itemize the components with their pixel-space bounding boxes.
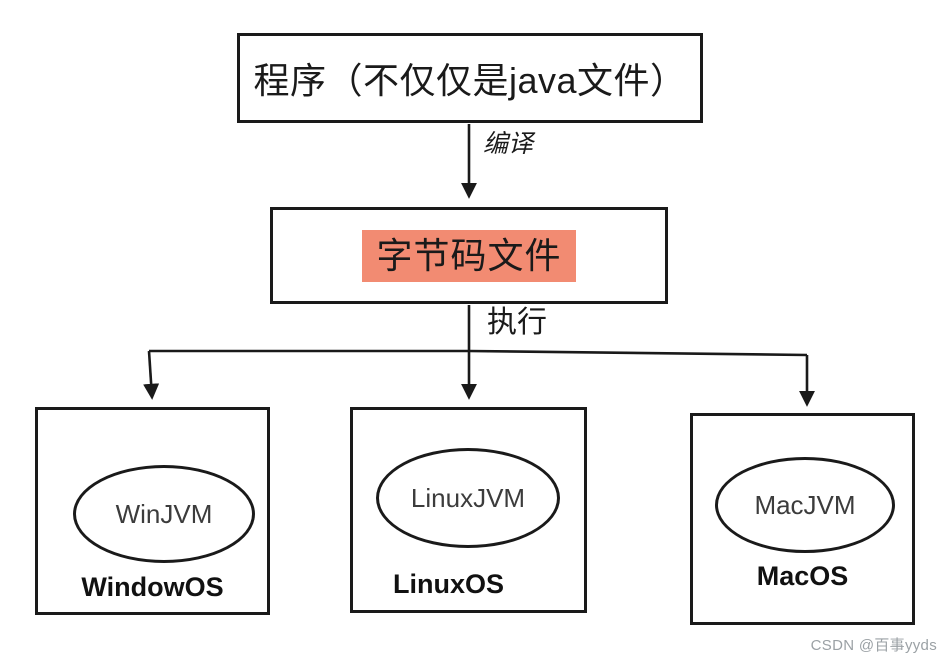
- node-windows-box: WinJVM WindowOS: [35, 407, 270, 615]
- node-bytecode-box: 字节码文件: [270, 207, 668, 304]
- mac-jvm-label: MacJVM: [754, 489, 856, 520]
- edge-arrow-to-windows: [143, 350, 160, 400]
- edge-branch-horizontal: [149, 349, 808, 357]
- bytecode-label-highlighted: 字节码文件: [362, 229, 576, 282]
- node-mac-box: MacJVM MacOS: [690, 413, 915, 625]
- edge-label-execute: 执行: [487, 306, 547, 339]
- watermark-text: CSDN @百事yyds: [810, 637, 937, 654]
- windows-jvm-label: WinJVM: [115, 498, 213, 529]
- node-program-box: 程序（不仅仅是java文件）: [237, 33, 703, 123]
- edge-label-compile: 编译: [483, 131, 534, 158]
- windows-jvm-ellipse: WinJVM: [73, 465, 255, 563]
- windows-os-label: WindowOS: [81, 572, 224, 602]
- linux-jvm-label: LinuxJVM: [410, 482, 526, 513]
- mac-os-label: MacOS: [756, 561, 849, 591]
- program-label: 程序（不仅仅是java文件）: [253, 60, 687, 101]
- node-linux-box: LinuxJVM LinuxOS: [350, 407, 587, 613]
- linux-jvm-ellipse: LinuxJVM: [376, 448, 560, 548]
- mac-jvm-ellipse: MacJVM: [715, 457, 895, 553]
- linux-os-label: LinuxOS: [392, 569, 504, 599]
